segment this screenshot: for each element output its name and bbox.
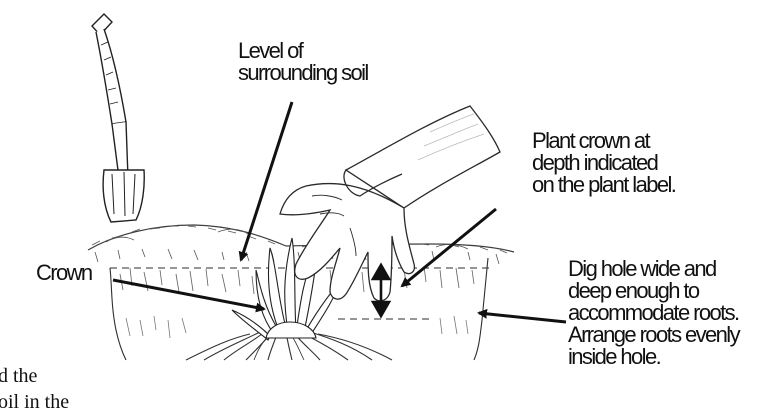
- cropped-body-text-line-1: d the: [0, 366, 37, 386]
- cropped-body-text-line-2: oil in the: [0, 392, 69, 412]
- arrow-crown: [113, 280, 264, 309]
- arrow-soil-level: [241, 102, 292, 260]
- label-plant-crown: Plant crown at depth indicated on the pl…: [532, 130, 675, 196]
- label-crown: Crown: [36, 262, 92, 284]
- arrow-dig-hole: [479, 313, 566, 322]
- trowel-icon: [92, 14, 144, 222]
- label-dig-hole: Dig hole wide and deep enough to accommo…: [568, 258, 739, 368]
- gloved-hand-icon: [280, 106, 500, 301]
- label-soil-level: Level of surrounding soil: [238, 40, 368, 84]
